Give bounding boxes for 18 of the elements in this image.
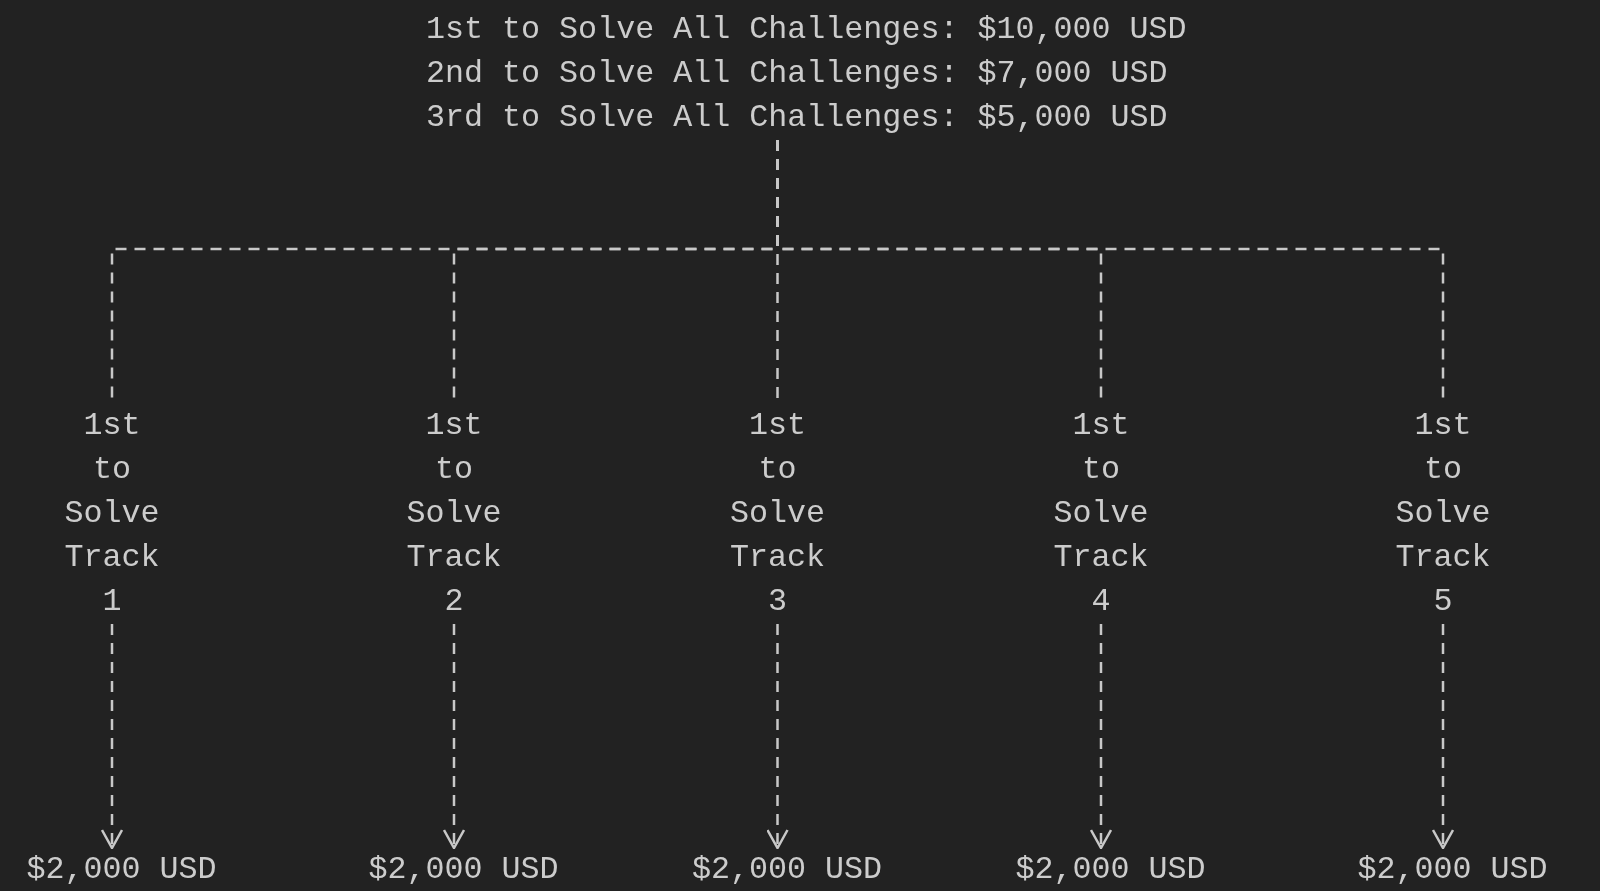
arrow (766, 624, 789, 850)
track-label: 1st to Solve Track 3 (729, 404, 826, 624)
arrow (1089, 624, 1113, 850)
track-label: 1st to Solve Track 2 (406, 404, 502, 624)
prize-tier-text: 2nd to Solve All Challenges: $7,000 USD (426, 55, 1168, 94)
prize-amount: $2,000 USD (1357, 848, 1548, 891)
arrow (100, 624, 124, 850)
track-label: 1st to Solve Track 1 (64, 404, 160, 624)
prize-amount: $2,000 USD (691, 848, 883, 891)
prize-amount: $2,000 USD (1015, 848, 1206, 891)
arrow (1431, 624, 1455, 850)
arrow (442, 624, 466, 850)
track-label: 1st to Solve Track 4 (1053, 404, 1149, 624)
prize-tier-text: 3rd to Solve All Challenges: $5,000 USD (426, 99, 1168, 138)
prize-amount: $2,000 USD (368, 848, 559, 891)
prize-tier-text: 1st to Solve All Challenges: $10,000 USD (426, 11, 1187, 50)
track-label: 1st to Solve Track 5 (1395, 404, 1491, 624)
prize-amount: $2,000 USD (26, 848, 217, 891)
